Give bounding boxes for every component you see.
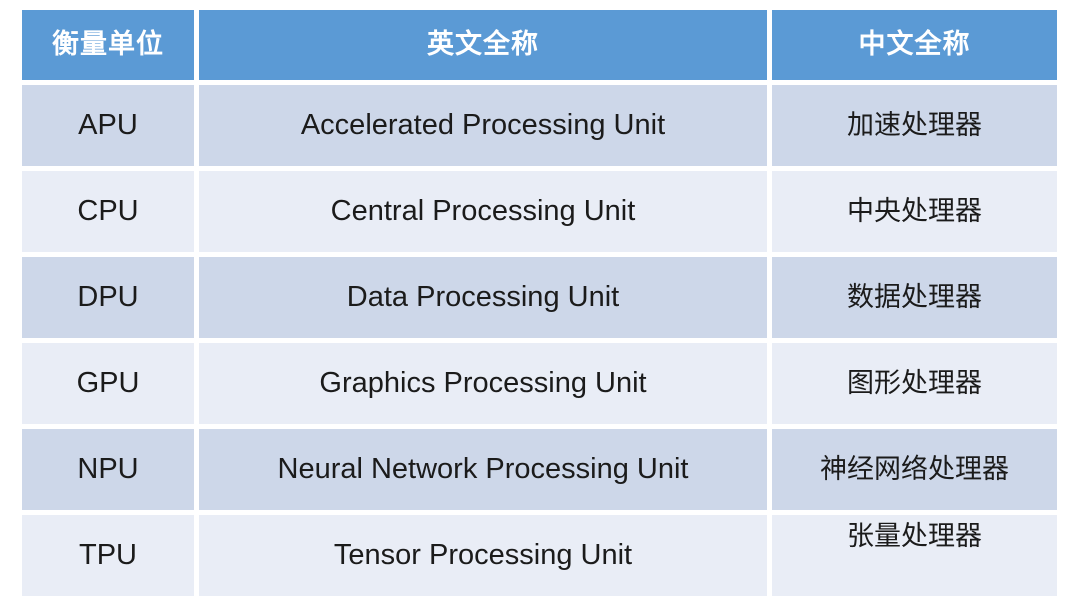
cell-unit: TPU (22, 515, 194, 596)
header-cell-english: 英文全称 (199, 10, 767, 80)
cell-chinese: 数据处理器 (772, 257, 1057, 338)
cell-english: Tensor Processing Unit (199, 515, 767, 596)
cell-chinese: 加速处理器 (772, 85, 1057, 166)
cell-english: Neural Network Processing Unit (199, 429, 767, 510)
cell-english: Graphics Processing Unit (199, 343, 767, 424)
cell-unit: DPU (22, 257, 194, 338)
cell-english: Data Processing Unit (199, 257, 767, 338)
cell-chinese: 神经网络处理器 (772, 429, 1057, 510)
header-cell-chinese: 中文全称 (772, 10, 1057, 80)
processing-units-table: 衡量单位 英文全称 中文全称 APU Accelerated Processin… (22, 10, 1057, 596)
cell-unit: NPU (22, 429, 194, 510)
cell-unit: GPU (22, 343, 194, 424)
cell-chinese: 图形处理器 (772, 343, 1057, 424)
header-cell-unit: 衡量单位 (22, 10, 194, 80)
cell-unit: CPU (22, 171, 194, 252)
cell-unit: APU (22, 85, 194, 166)
cell-chinese: 中央处理器 (772, 171, 1057, 252)
cell-english: Accelerated Processing Unit (199, 85, 767, 166)
cell-chinese: 张量处理器 (772, 515, 1057, 596)
cell-english: Central Processing Unit (199, 171, 767, 252)
